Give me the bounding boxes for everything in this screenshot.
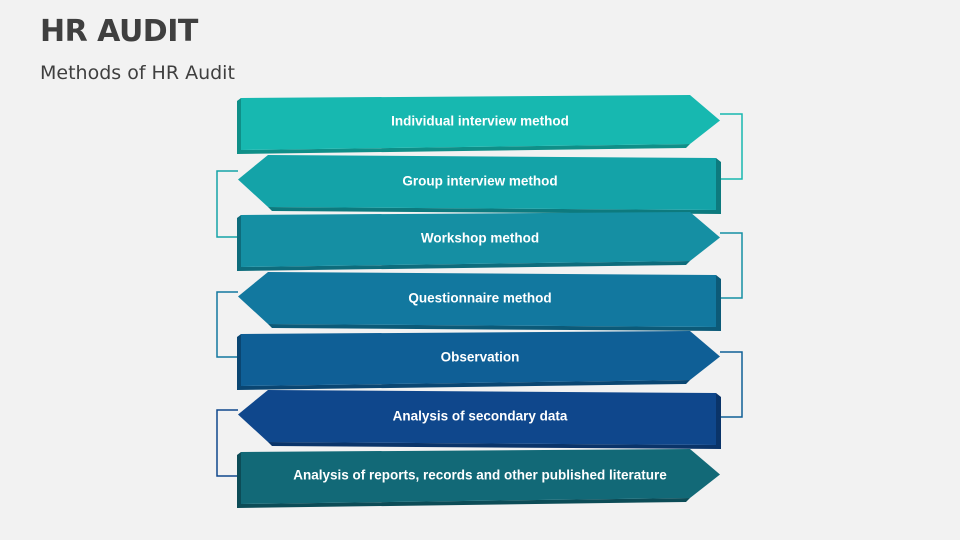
arrow-3d-edge [268, 275, 721, 331]
step-label: Questionnaire method [408, 290, 552, 305]
step-label: Individual interview method [391, 113, 569, 128]
connectors [216, 113, 743, 477]
arrow-body [241, 95, 720, 150]
step-label: Observation [440, 349, 520, 364]
step-arrow-4 [238, 272, 721, 331]
arrow-body [238, 272, 716, 327]
arrow-body [238, 390, 716, 445]
step-arrow-5 [237, 331, 720, 390]
arrow-3d-edge [237, 215, 690, 271]
slide-title: HR AUDIT [40, 14, 198, 49]
connector-3-4 [720, 232, 743, 299]
step-arrow-6 [238, 390, 721, 449]
arrow-3d-edge [237, 452, 690, 508]
connector-5-6 [720, 351, 743, 418]
connector-1-2 [720, 113, 743, 180]
step-label: Analysis of reports, records and other p… [293, 467, 667, 482]
connector-2-3 [216, 170, 240, 238]
arrow-3d-edge [237, 334, 690, 390]
step-arrow-1 [237, 95, 720, 154]
arrow-body [241, 449, 720, 504]
arrow-body [241, 212, 720, 267]
step-label: Workshop method [420, 230, 540, 245]
step-label: Analysis of secondary data [392, 408, 568, 423]
arrow-3d-edge [268, 393, 721, 449]
step-arrow-3 [237, 212, 720, 271]
step-arrow-7 [237, 449, 720, 508]
step-arrow-2 [238, 155, 721, 214]
arrow-body [238, 155, 716, 210]
connector-6-7 [216, 409, 240, 477]
arrow-3d-edge [268, 158, 721, 214]
arrow-body [241, 331, 720, 386]
connector-4-5 [216, 291, 240, 358]
slide-subtitle: Methods of HR Audit [40, 62, 235, 84]
step-label: Group interview method [402, 173, 558, 188]
arrow-3d-edge [237, 98, 690, 154]
